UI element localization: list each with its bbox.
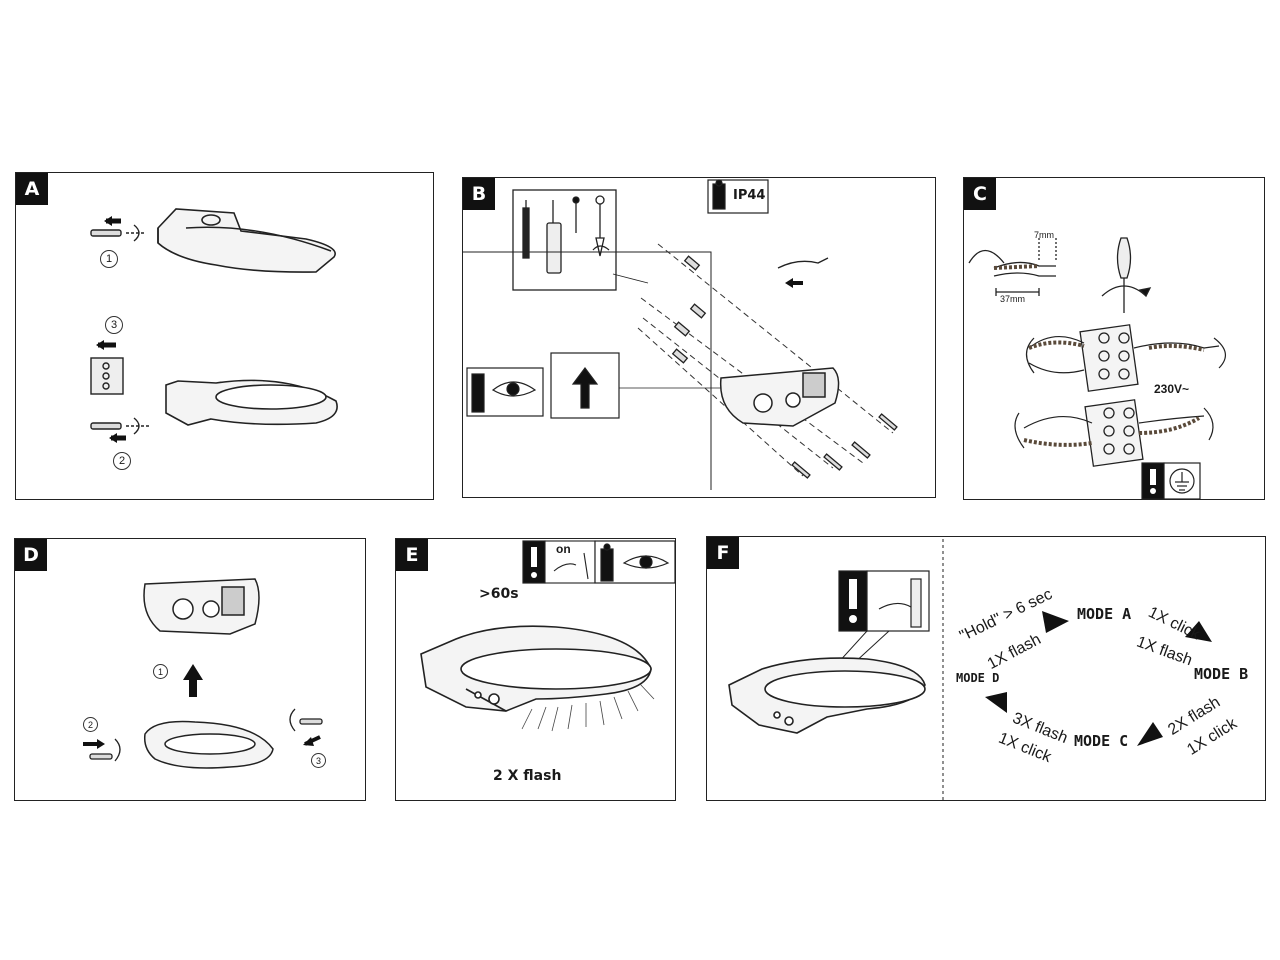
mode-c-label: MODE C [1074,732,1129,750]
panel-e-illustration [420,540,676,732]
press-finger-icon [866,570,930,632]
warning-icon [838,570,868,632]
base-plate [143,578,260,635]
terminal-block-1 [1079,324,1139,392]
mode-d-label: MODE D [956,671,1000,685]
up-arrow [183,664,203,697]
panel-d-letter: D [15,539,47,571]
lamp-housing [143,720,274,769]
panel-a: A [15,172,434,500]
panel-e-letter: E [396,539,428,571]
step-1-marker: 1 [153,664,168,679]
step-3-marker: 3 [105,316,123,334]
panel-c-illustration [968,237,1226,500]
panel-f-letter: F [707,537,739,569]
base-plate [719,367,840,427]
switch-hand-icon [544,540,596,584]
up-arrow-icon [550,352,620,419]
lamp-housing [728,657,926,734]
lamp-lit [420,625,652,712]
strip-length-label: 7mm [1034,230,1054,240]
screwdriver-icon [1101,237,1152,313]
warning-icon [522,540,546,584]
wall-plugs [671,255,898,479]
panel-f-illustration [728,539,1212,800]
lamp-housing-top [157,208,336,273]
screw-right [289,708,323,746]
terminal-block-2 [1084,399,1144,467]
panel-c: C [963,177,1265,500]
tools-box [512,189,617,291]
panel-a-letter: A [16,173,48,205]
panel-b-letter: B [463,178,495,210]
panel-d: D 1 2 3 [14,538,366,801]
step-1-marker: 1 [100,250,118,268]
panel-d-illustration [83,578,323,769]
mode-a-label: MODE A [1077,605,1132,623]
panel-e: E [395,538,676,801]
voltage-label: 230V~ [1154,382,1190,396]
panel-c-letter: C [964,178,996,210]
light-rays [521,683,655,732]
info-eye-icon [594,540,676,584]
panel-b: B [462,177,936,498]
lamp-housing-bottom [165,379,338,426]
panel-b-illustration [463,179,898,490]
panel-a-illustration [90,208,338,443]
delay-label: >60s [479,586,519,602]
cable-insert [777,257,829,288]
sheath-length-label: 37mm [1000,294,1026,304]
terminal-block [90,340,124,395]
stripped-cable [968,238,1057,296]
screw-bottom [90,417,151,443]
info-icon [707,179,769,214]
switch-on-label: on [556,542,571,556]
step-3-marker: 3 [311,753,326,768]
mode-b-label: MODE B [1194,665,1249,683]
warning-icon [1141,462,1165,500]
step-2-marker: 2 [83,717,98,732]
screw-top [90,216,146,242]
ip-rating-label: IP44 [733,188,766,203]
earth-ground-icon [1163,462,1201,500]
flash-count-label: 2 X flash [493,768,562,784]
step-2-marker: 2 [113,452,131,470]
panel-f: F MODE A MODE B [706,536,1266,801]
eye-icon [466,367,544,417]
screw-left [83,738,121,762]
mode-cycle-arrows [985,611,1212,746]
